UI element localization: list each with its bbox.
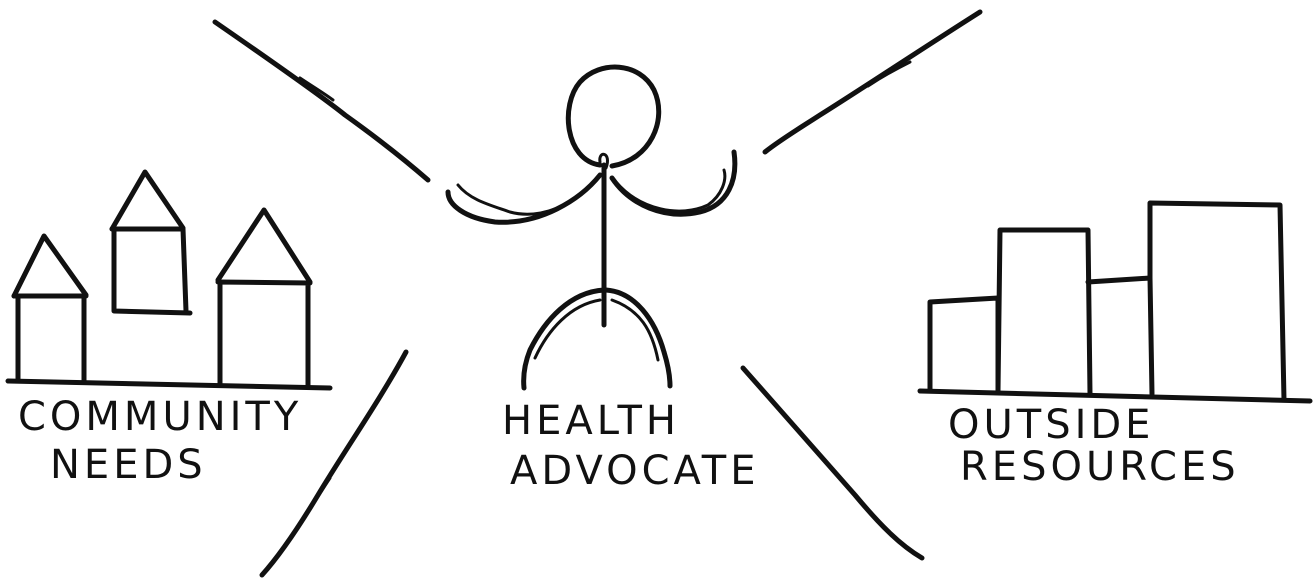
connector-top-left-overdraw (300, 78, 333, 100)
advocate-head (568, 67, 658, 166)
advocate-figure (448, 67, 735, 388)
community-houses (8, 172, 330, 388)
advocate-arm-right-2 (616, 170, 725, 211)
house-1-roof (14, 236, 86, 296)
outside-resources-line2: RESOURCES (960, 444, 1240, 490)
house-2-body (112, 229, 190, 313)
outside-resources-label: OUTSIDE RESOURCES (948, 402, 1240, 490)
connector-top-right-overdraw (868, 62, 910, 86)
resource-buildings (920, 203, 1310, 401)
building-1 (930, 298, 998, 391)
health-advocate-line1: HEALTH (502, 398, 680, 444)
community-needs-label: COMMUNITY NEEDS (18, 394, 302, 488)
advocate-arm-left-2 (458, 180, 596, 214)
advocate-leg-left (524, 290, 604, 388)
house-3-body (218, 282, 310, 387)
connector-bottom-left-overdraw (308, 478, 330, 512)
house-1-body (14, 296, 86, 381)
building-4 (1150, 203, 1284, 400)
ground-line-left (8, 381, 330, 388)
ground-line-right (920, 391, 1310, 401)
advocate-leg-right-2 (612, 300, 658, 360)
building-2 (998, 230, 1090, 394)
house-3-roof (218, 210, 310, 282)
community-needs-line2: NEEDS (50, 442, 207, 488)
community-needs-line1: COMMUNITY (18, 394, 302, 440)
connector-bottom-right (743, 368, 922, 558)
building-3 (1088, 278, 1152, 394)
house-2-roof (112, 172, 183, 229)
health-advocate-line2: ADVOCATE (510, 448, 760, 494)
health-advocate-label: HEALTH ADVOCATE (502, 398, 760, 494)
advocate-leg-right (606, 290, 670, 386)
connector-top-left (215, 22, 428, 180)
outside-resources-line1: OUTSIDE (948, 402, 1154, 448)
